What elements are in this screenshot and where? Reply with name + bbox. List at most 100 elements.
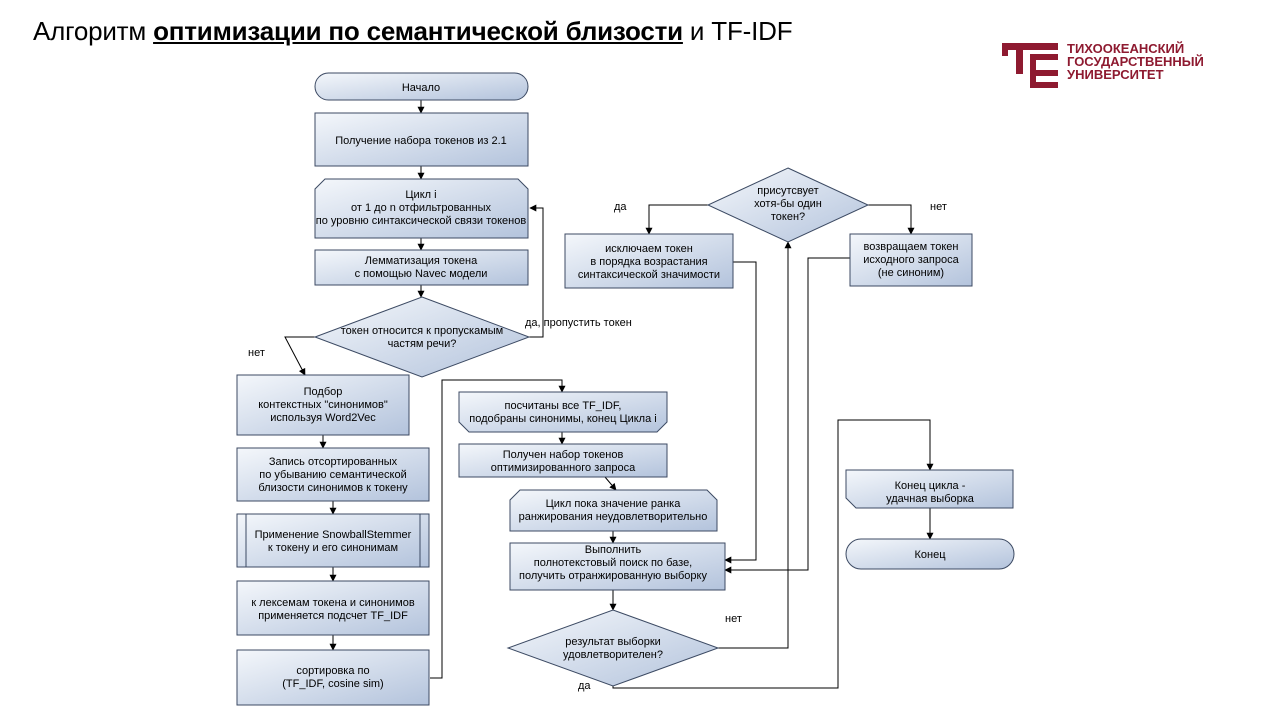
title-prefix: Алгоритм — [33, 16, 154, 46]
sort-tfidf-text: сортировка по(TF_IDF, cosine sim) — [282, 665, 383, 690]
node-label-line: исключаем токен — [605, 243, 693, 255]
logo-line: УНИВЕРСИТЕТ — [1067, 67, 1164, 82]
title-suffix: и TF-IDF — [682, 16, 793, 46]
edge-result-yes — [612, 419, 934, 689]
loop-i-box — [314, 178, 529, 239]
lemmatize-box — [314, 249, 529, 286]
node-label-line: оптимизированного запроса — [491, 462, 636, 474]
shapes — [236, 72, 1015, 706]
node-label-line: Применение SnowballStemmer — [255, 529, 412, 541]
node-label-line: (TF_IDF, cosine sim) — [282, 678, 383, 690]
optimized-set-box — [458, 443, 668, 478]
get-tokens-box — [314, 112, 529, 167]
stemmer-subprocess-marks — [245, 514, 421, 567]
node-label-line: ранжирования неудовлетворительно — [519, 511, 708, 523]
node-label-line: хотя-бы один — [754, 198, 822, 210]
logo-line: ТИХООКЕАНСКИЙ — [1067, 41, 1185, 56]
connectors — [284, 100, 934, 689]
label-exists-yes: да — [614, 201, 627, 213]
logo-text: ТИХООКЕАНСКИЙ ГОСУДАРСТВЕННЫЙ УНИВЕРСИТЕ… — [1067, 42, 1204, 81]
return-token-box — [849, 233, 973, 287]
node-label-line: возвращаем токен — [864, 241, 959, 253]
node-label-line: сортировка по — [296, 665, 369, 677]
get-tokens-text: Получение набора токенов из 2.1 — [335, 135, 507, 147]
node-label-line: Подбор — [304, 386, 343, 398]
node-label-line: к токену и его синонимам — [268, 542, 398, 554]
node-label-line: по уровню синтаксической связи токенов — [316, 215, 527, 227]
edge-optimized-rank — [604, 476, 617, 491]
node-label-line: контекстных "синонимов" — [258, 399, 388, 411]
node-label-line: Лемматизация токена — [365, 255, 478, 267]
edge-result-no — [718, 241, 792, 649]
node-label-line: Цикл пока значение ранка — [546, 498, 682, 510]
node-label-line: токен относится к пропускамым — [341, 325, 504, 337]
node-label-line: используя Word2Vec — [270, 412, 376, 424]
node-label-line: полнотекстовый поиск по базе, — [534, 557, 693, 569]
node-label-line: частям речи? — [388, 338, 457, 350]
skip-check-diamond — [313, 296, 531, 378]
label-skip-no: нет — [248, 347, 265, 359]
edge-exists-no — [868, 204, 915, 235]
node-label-line: токен? — [771, 211, 805, 223]
edge-sortfinal-loopend — [430, 379, 566, 679]
node-label-line: близости синонимов к токену — [258, 482, 408, 494]
token-exists-diamond — [706, 167, 870, 243]
node-label-line: Получен набор токенов — [503, 449, 624, 461]
node-label-line: Цикл i — [405, 189, 436, 201]
slide-title: Алгоритм оптимизации по семантической бл… — [33, 16, 793, 47]
title-bold: оптимизации по семантической близости — [153, 16, 683, 46]
node-label-line: исходного запроса — [863, 254, 959, 266]
node-label-line: от 1 до n отфильтрованных — [351, 202, 491, 214]
logo-line: ГОСУДАРСТВЕННЫЙ — [1067, 54, 1204, 69]
node-labels: Начало Получение набора токенов из 2.1 Ц… — [251, 82, 974, 690]
node-label-line: Запись отсортированных — [269, 456, 398, 468]
node-label-line: Конец цикла - — [895, 480, 966, 492]
edge-skip-yes — [529, 204, 544, 338]
rank-loop-box — [509, 489, 718, 532]
node-label-line: присутсвует — [757, 185, 818, 197]
node-label-line: по убыванию семантической — [259, 469, 406, 481]
exclude-token-box — [564, 233, 734, 289]
word2vec-box — [236, 374, 410, 436]
edge-exclude-search — [724, 261, 757, 564]
end-text: Конец — [914, 549, 946, 561]
edge-return-search — [724, 257, 850, 574]
end-terminal — [845, 538, 1015, 570]
loop-end-text: посчитаны все TF_IDF,подобраны синонимы,… — [469, 400, 656, 425]
node-label-line: удачная выборка — [886, 493, 975, 505]
node-label-line: синтаксической значимости — [578, 269, 720, 281]
stemmer-box — [236, 513, 430, 568]
node-label-line: (не синоним) — [878, 267, 944, 279]
node-label-line: получить отранжированную выборку — [519, 570, 707, 582]
node-label-line: применяется подсчет TF_IDF — [258, 610, 408, 622]
label-result-yes: да — [578, 680, 591, 692]
edge-skip-no — [284, 336, 316, 376]
logo-emblem-icon — [1002, 43, 1058, 88]
node-label-line: Начало — [402, 82, 440, 94]
result-check-diamond — [506, 609, 720, 687]
node-label-line: посчитаны все TF_IDF, — [505, 400, 622, 412]
node-label-line: Конец — [914, 549, 946, 561]
node-label-line: с помощью Navec модели — [355, 268, 488, 280]
university-logo: ТИХООКЕАНСКИЙ ГОСУДАРСТВЕННЫЙ УНИВЕРСИТЕ… — [1000, 40, 1230, 90]
edge-exists-yes — [645, 204, 708, 235]
node-label-line: к лексемам токена и синонимов — [251, 597, 415, 609]
start-terminal — [314, 72, 529, 101]
tfidf-calc-box — [236, 580, 430, 636]
sort-tfidf-box — [236, 649, 430, 706]
node-label-line: Получение набора токенов из 2.1 — [335, 135, 507, 147]
